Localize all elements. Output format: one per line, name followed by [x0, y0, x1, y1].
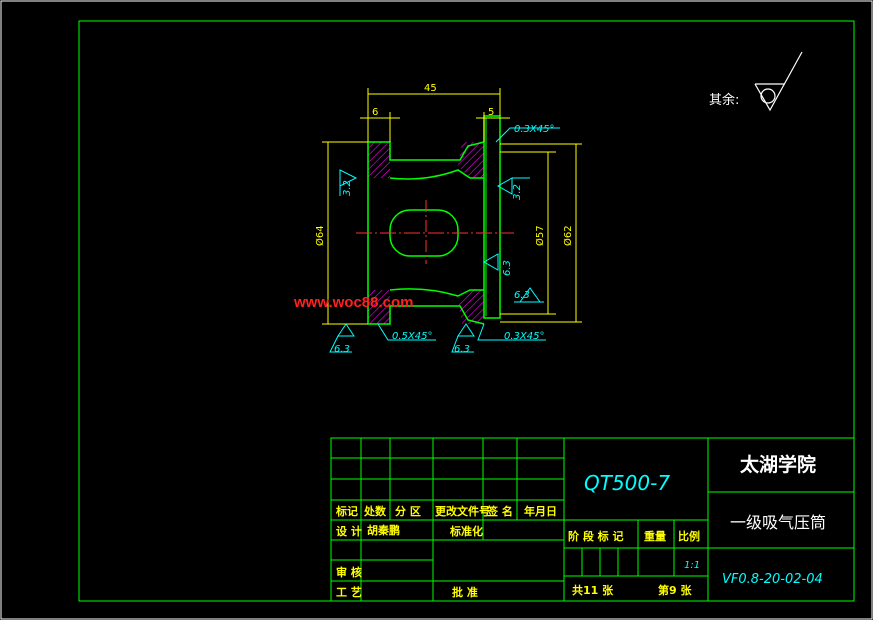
- roughness-general-symbol: 其余:: [709, 51, 803, 112]
- chamfer-bottom-right: 0.3X45°: [504, 331, 544, 342]
- tb-scale: 1:1: [684, 560, 700, 571]
- tb-count: 处数: [363, 504, 387, 518]
- tb-school: 太湖学院: [740, 453, 816, 476]
- roughness-right-face: 3.2: [512, 184, 523, 200]
- roughness-bore: 6.3: [502, 260, 513, 276]
- tb-sign: 签 名: [486, 504, 513, 518]
- tb-design: 设 计: [336, 524, 362, 538]
- tb-weight: 重量: [644, 529, 666, 543]
- tb-sheet-no: 第9 张: [658, 583, 692, 597]
- tb-drawing-no: VF0.8-20-02-04: [722, 572, 823, 587]
- dim-dia-64: Ø64: [314, 225, 326, 246]
- part-profile: [356, 115, 514, 325]
- tb-change-doc: 更改文件号: [435, 504, 490, 518]
- tb-date: 年月日: [524, 504, 557, 518]
- dim-dia-57: Ø57: [534, 225, 546, 246]
- tb-process: 工 艺: [336, 585, 362, 599]
- tb-sheets-total: 共11 张: [572, 583, 614, 597]
- dim-left-width: 6: [372, 107, 378, 118]
- annotation-leaders: [329, 127, 560, 353]
- tb-mark: 标记: [335, 504, 358, 518]
- dimensions: [322, 88, 582, 325]
- tb-standardize: 标准化: [449, 524, 483, 538]
- chamfer-top-right: 0.3X45°: [514, 124, 554, 135]
- roughness-bottom-mid: 6.3: [454, 344, 470, 355]
- tb-stage-mark: 阶 段 标 记: [568, 529, 624, 543]
- tb-approve: 批 准: [452, 585, 478, 599]
- chamfer-bottom-left: 0.5X45°: [392, 331, 432, 342]
- roughness-left-face: 3.2: [342, 180, 353, 196]
- hatch-bottom-left: [368, 290, 390, 324]
- dim-dia-62: Ø62: [562, 225, 574, 246]
- dim-overall-length: 45: [424, 83, 437, 94]
- hatch-top-left: [368, 142, 390, 178]
- roughness-bottom-left: 6.3: [334, 344, 350, 355]
- roughness-right-lower: 6.3: [514, 290, 530, 301]
- surface-symbol-label: 其余:: [709, 92, 739, 108]
- tb-zone: 分 区: [395, 504, 421, 518]
- watermark: www.woc88.com: [293, 294, 413, 311]
- dim-right-width: 5: [488, 107, 494, 118]
- tb-designer: 胡秦鹏: [367, 523, 400, 537]
- tb-ratio: 比例: [678, 529, 700, 543]
- tb-part-name: 一级吸气压筒: [730, 513, 826, 532]
- hatch-bottom-right: [458, 290, 484, 324]
- tb-material: QT500-7: [584, 471, 670, 495]
- tb-review: 审 核: [336, 565, 362, 579]
- title-block: [330, 437, 855, 602]
